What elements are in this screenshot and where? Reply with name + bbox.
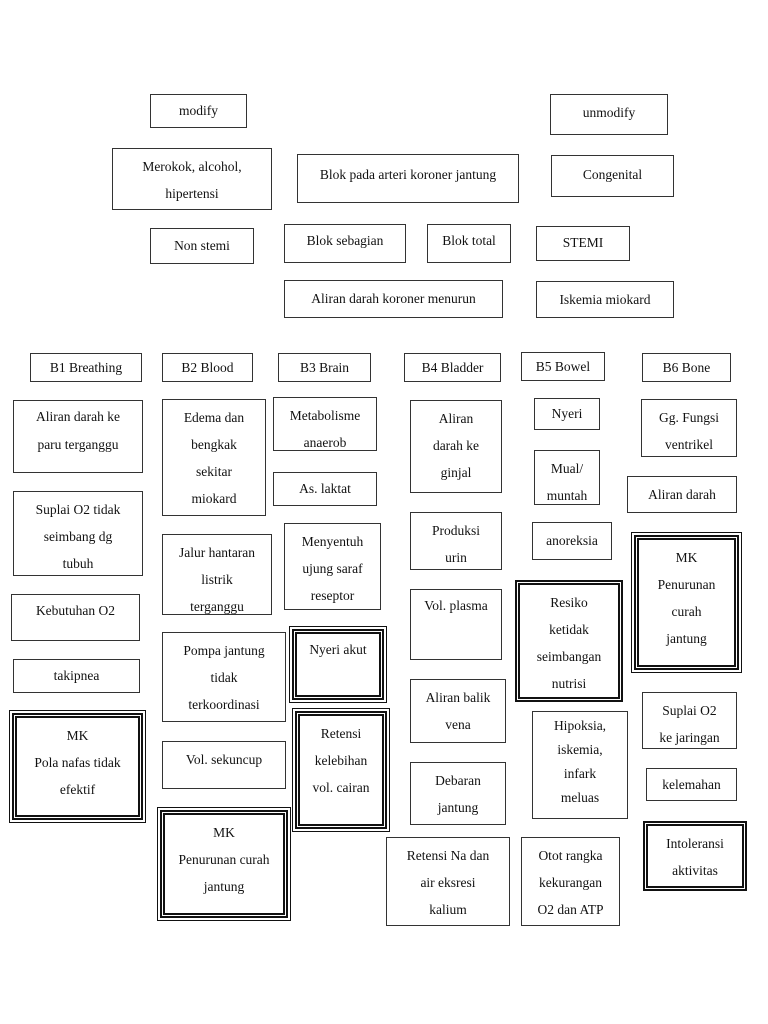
b5-nyeri-box: Nyeri xyxy=(534,398,600,430)
header-b5: B5 Bowel xyxy=(521,352,605,381)
b1-mk-box: MK Pola nafas tidak efektif xyxy=(9,710,146,823)
b6-aliran-darah-box: Aliran darah xyxy=(627,476,737,513)
unmodify-box: unmodify xyxy=(550,94,668,135)
b3-laktat-box: As. laktat xyxy=(273,472,377,506)
b6-gg-fungsi-box: Gg. Fungsi ventrikel xyxy=(641,399,737,457)
header-b1: B1 Breathing xyxy=(30,353,142,382)
b4-aliran-ginjal-box: Aliran darah ke ginjal xyxy=(410,400,502,493)
b2-jalur-box: Jalur hantaran listrik terganggu xyxy=(162,534,272,615)
b6-kelemahan-box: kelemahan xyxy=(646,768,737,801)
blok-total-box: Blok total xyxy=(427,224,511,263)
non-stemi-box: Non stemi xyxy=(150,228,254,264)
modify-box: modify xyxy=(150,94,247,128)
header-b2: B2 Blood xyxy=(162,353,253,382)
b1-takipnea-box: takipnea xyxy=(13,659,140,693)
b5-anoreksia-box: anoreksia xyxy=(532,522,612,560)
b3-menyentuh-box: Menyentuh ujung saraf reseptor xyxy=(284,523,381,610)
b3-metabolisme-box: Metabolisme anaerob xyxy=(273,397,377,451)
b6-mk-box: MK Penurunan curah jantung xyxy=(631,532,742,673)
b1-aliran-paru-box: Aliran darah ke paru terganggu xyxy=(13,400,143,473)
b5-mual-box: Mual/ muntah xyxy=(534,450,600,505)
b2-edema-box: Edema dan bengkak sekitar miokard xyxy=(162,399,266,516)
header-b3: B3 Brain xyxy=(278,353,371,382)
b5-hipoksia-box: Hipoksia, iskemia, infark meluas xyxy=(532,711,628,819)
b4-aliran-balik-box: Aliran balik vena xyxy=(410,679,506,743)
b3-retensi-box: Retensi kelebihan vol. cairan xyxy=(292,708,390,832)
header-b6: B6 Bone xyxy=(642,353,731,382)
b3-nyeri-akut-box: Nyeri akut xyxy=(289,626,387,703)
b2-pompa-box: Pompa jantung tidak terkoordinasi xyxy=(162,632,286,722)
b2-mk-box: MK Penurunan curah jantung xyxy=(157,807,291,921)
b4-vol-plasma-box: Vol. plasma xyxy=(410,589,502,660)
b1-kebutuhan-box: Kebutuhan O2 xyxy=(11,594,140,641)
stemi-box: STEMI xyxy=(536,226,630,261)
b6-intoleransi-box: Intoleransi aktivitas xyxy=(643,821,747,891)
iskemia-box: Iskemia miokard xyxy=(536,281,674,318)
b4-retensi-na-box: Retensi Na dan air eksresi kalium xyxy=(386,837,510,926)
b6-suplai-box: Suplai O2 ke jaringan xyxy=(642,692,737,749)
header-b4: B4 Bladder xyxy=(404,353,501,382)
b4-debaran-box: Debaran jantung xyxy=(410,762,506,825)
b4-produksi-box: Produksi urin xyxy=(410,512,502,570)
congenital-box: Congenital xyxy=(551,155,674,197)
b1-suplai-box: Suplai O2 tidak seimbang dg tubuh xyxy=(13,491,143,576)
blok-arteri-box: Blok pada arteri koroner jantung xyxy=(297,154,519,203)
b5-otot-box: Otot rangka kekurangan O2 dan ATP xyxy=(521,837,620,926)
blok-sebagian-box: Blok sebagian xyxy=(284,224,406,263)
aliran-menurun-box: Aliran darah koroner menurun xyxy=(284,280,503,318)
risk-factors-box: Merokok, alcohol, hipertensi xyxy=(112,148,272,210)
b5-resiko-box: Resiko ketidak seimbangan nutrisi xyxy=(515,580,623,702)
b2-vol-sekuncup-box: Vol. sekuncup xyxy=(162,741,286,789)
